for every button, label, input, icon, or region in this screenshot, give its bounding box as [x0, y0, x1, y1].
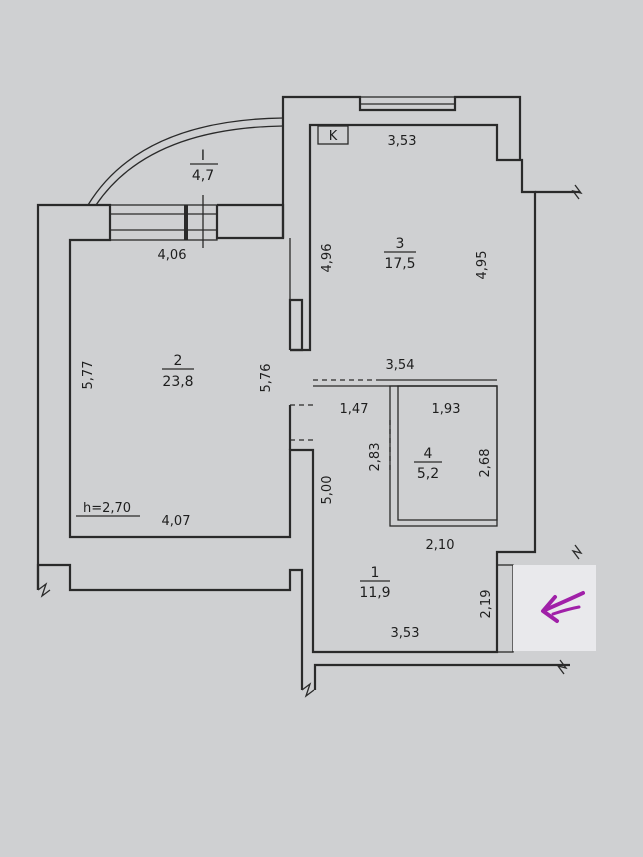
room-3-number: 3 [396, 236, 405, 252]
balcony-door-mullion [184, 205, 188, 240]
dim-r2-bottom: 4,07 [162, 514, 191, 529]
dim-r1-right: 2,19 [479, 590, 494, 619]
room-2-number: 2 [174, 353, 183, 369]
room-3-area: 17,5 [384, 256, 415, 272]
dim-r2-left: 5,77 [81, 361, 96, 390]
dim-r4-right: 2,68 [478, 449, 493, 478]
balcony-arc [87, 117, 284, 206]
window-r2 [109, 204, 218, 241]
dim-r2-top: 4,06 [158, 248, 187, 263]
outer-wall-bottom [313, 663, 570, 690]
room-1-number: 1 [371, 565, 380, 581]
room-1-area: 11,9 [359, 585, 390, 601]
dim-r4-left: 2,83 [368, 443, 383, 472]
room-2-area: 23,8 [162, 374, 193, 390]
dim-hall-top: 1,47 [340, 402, 369, 417]
outer-wall-top [281, 95, 522, 238]
dim-r2-right: 5,76 [259, 364, 274, 393]
break-mark [571, 184, 583, 200]
break-mark [571, 544, 583, 560]
kitchen-mark-box [317, 125, 349, 145]
entrance-door [496, 564, 514, 653]
dim-r4-top: 1,93 [432, 402, 461, 417]
entrance-sticker [513, 565, 596, 651]
ceiling-height: h=2,70 [83, 501, 131, 516]
entrance-arrow-icon [541, 591, 585, 623]
room-I-area: 4,7 [192, 168, 214, 184]
break-mark [301, 682, 315, 698]
dim-r3-top: 3,53 [388, 134, 417, 149]
dim-r3-left: 4,96 [320, 244, 335, 273]
dim-r1-bottom: 3,53 [391, 626, 420, 641]
bathroom-inner [397, 385, 498, 521]
break-mark [556, 659, 568, 675]
break-mark [37, 582, 51, 598]
dim-r3-right: 4,95 [475, 251, 490, 280]
dim-r3-bottom: 3,54 [386, 358, 415, 373]
wall-r2-right [288, 298, 304, 352]
room-4-number: 4 [424, 446, 433, 462]
dim-r1-top: 2,10 [426, 538, 455, 553]
kitchen-mark: K [329, 129, 338, 144]
outer-wall-lower [36, 563, 304, 690]
room-I-number: I [201, 148, 205, 164]
wall-r2-top-right [215, 203, 285, 240]
outer-wall-left [36, 123, 537, 654]
balcony-arc-inner [95, 125, 284, 206]
dim-hall-left: 5,00 [320, 476, 335, 505]
room-4-area: 5,2 [417, 466, 439, 482]
